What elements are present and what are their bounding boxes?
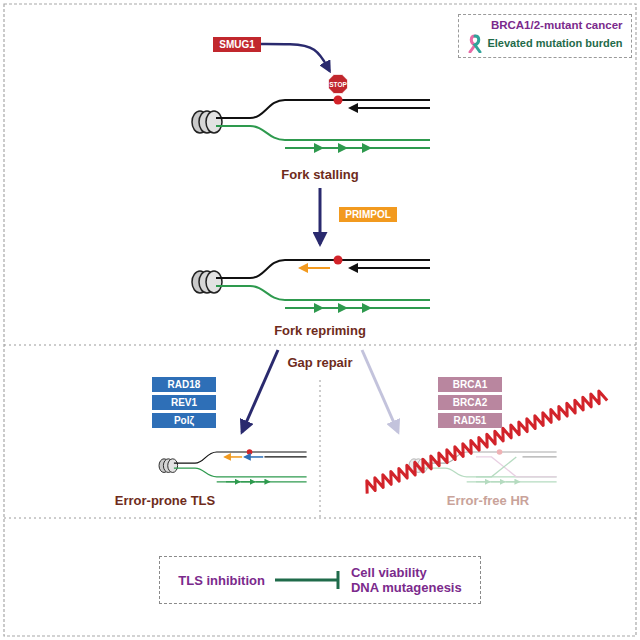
node-text: SMUG1 [219,39,255,50]
curved-arrow [261,44,330,71]
section-label: Error-free HR [444,493,532,508]
section-label: Error-prone TLS [112,493,218,508]
protein-tag: RAD51 [438,413,502,428]
ribbon-icon [467,33,483,53]
node-text: PRIMPOL [345,209,391,220]
node-text: RAD51 [444,415,496,426]
node-text: STOP [329,81,347,88]
protein-tag: REV1 [152,395,216,410]
protein-tag: Polζ [152,413,216,428]
stop-sign: STOP [327,73,349,95]
outcome-column: Cell viabilityDNA mutagenesis [351,565,462,595]
context-box: BRCA1/2-mutant cancerElevated mutation b… [458,14,631,58]
node-text: Cell viability [351,565,462,580]
scribble-stroke [367,391,607,494]
node-text: TLS inhibition [178,573,265,588]
section-label: Fork stalling [278,167,361,182]
outcome-box: TLS inhibition Cell viabilityDNA mutagene… [159,556,480,604]
node-text: DNA mutagenesis [351,580,462,595]
protein-tag: BRCA1 [438,377,502,392]
protein-tag: RAD18 [152,377,216,392]
protein-tag: SMUG1 [213,37,261,52]
section-label: Fork repriming [271,323,369,338]
node-text: RAD18 [158,379,210,390]
cross-out-scribble [367,391,607,494]
node-text: BRCA1 [444,379,496,390]
node-text: BRCA2 [444,397,496,408]
info-row: Elevated mutation burden [467,33,622,53]
node-text: Polζ [158,415,210,426]
protein-tag: BRCA2 [438,395,502,410]
node-text: Elevated mutation burden [487,37,622,49]
section-label: Gap repair [284,355,355,370]
protein-tag: PRIMPOL [339,207,397,222]
inhibition-symbol [273,570,343,590]
node-text: REV1 [158,397,210,408]
node-text: BRCA1/2-mutant cancer [467,19,622,31]
